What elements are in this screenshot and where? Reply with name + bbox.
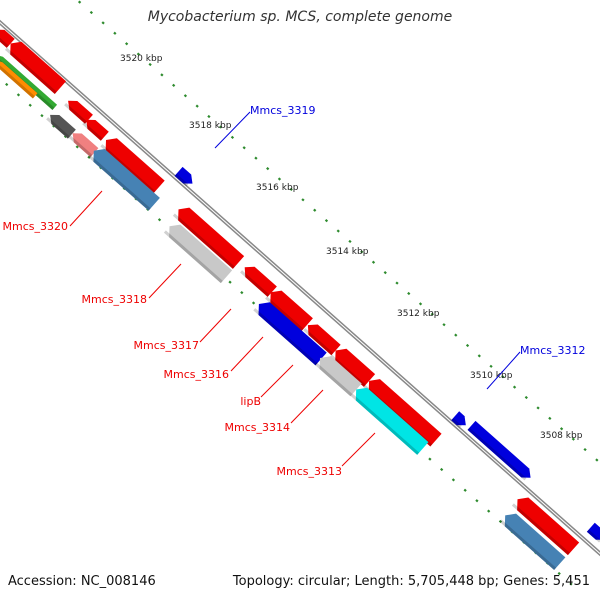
- gene-label[interactable]: Mmcs_3312: [486, 344, 585, 390]
- leader-line: [341, 432, 376, 467]
- gene-feature-mmcs-3312-a[interactable]: [451, 411, 470, 429]
- gene-label[interactable]: Mmcs_3316: [164, 336, 264, 381]
- gene-feature-red-long[interactable]: [100, 134, 165, 194]
- gene-feature-bottom-red[interactable]: [511, 493, 580, 556]
- gene-feature-mmcs-3318-red[interactable]: [172, 203, 245, 269]
- gene-label-text: Mmcs_3320: [3, 220, 68, 233]
- leader-line: [214, 111, 251, 149]
- gene-label-text: Mmcs_3318: [82, 293, 147, 306]
- gene-feature-lipb-blue[interactable]: [253, 298, 327, 366]
- gene-label[interactable]: Mmcs_3314: [225, 389, 324, 434]
- leader-line: [69, 190, 103, 227]
- leader-line: [199, 308, 232, 343]
- tick-label: 3516 kbp: [256, 183, 299, 193]
- gene-label-text: Mmcs_3313: [277, 465, 342, 478]
- gene-feature-darkgrey[interactable]: [46, 110, 76, 139]
- gene-label[interactable]: Mmcs_3318: [82, 263, 182, 306]
- tick-label: 3510 kbp: [470, 371, 513, 381]
- gene-feature-red-small-b[interactable]: [82, 115, 109, 141]
- gene-label-text: Mmcs_3316: [164, 368, 229, 381]
- gene-feature-bottom-steel[interactable]: [499, 509, 566, 571]
- tick-label: 3514 kbp: [326, 247, 369, 257]
- gene-feature-mmcs-3312-b[interactable]: [467, 420, 535, 482]
- genome-summary: Topology: circular; Length: 5,705,448 bp…: [232, 574, 590, 589]
- tick-label: 3518 kbp: [189, 121, 232, 131]
- gene-label-text: lipB: [240, 395, 261, 408]
- gene-label-text: Mmcs_3314: [225, 421, 290, 434]
- gene-feature-pink[interactable]: [68, 129, 99, 158]
- leader-line: [230, 336, 264, 372]
- gene-labels: 3520 kbp 3518 kbp 3516 kbp 3514 kbp 3512 kbp…: [3, 54, 586, 478]
- tick-label: 3520 kbp: [120, 54, 163, 64]
- tick-label: 3508 kbp: [540, 431, 583, 441]
- leader-line: [486, 351, 521, 390]
- gene-feature-mmcs-3314-grey[interactable]: [314, 352, 362, 397]
- gene-feature-mmcs-3316[interactable]: [265, 286, 313, 332]
- gene-feature-red-small-a[interactable]: [64, 96, 93, 124]
- gene-feature-mmcs-3320[interactable]: [4, 37, 67, 94]
- gene-label[interactable]: Mmcs_3313: [277, 432, 376, 478]
- leader-line: [290, 389, 324, 424]
- gene-feature-mmcs-3320-top[interactable]: [0, 25, 15, 48]
- gene-feature-mmcs-3318-grey[interactable]: [163, 220, 233, 284]
- page-title: Mycobacterium sp. MCS, complete genome: [147, 9, 453, 25]
- gene-label[interactable]: Mmcs_3320: [3, 190, 103, 233]
- gene-feature-steel-top[interactable]: [88, 144, 160, 211]
- leader-line: [148, 263, 182, 299]
- tick-label: 3512 kbp: [397, 309, 440, 319]
- gene-label-text: Mmcs_3317: [134, 339, 199, 352]
- gene-feature-edge-forward[interactable]: [586, 522, 600, 545]
- gene-features: [0, 25, 600, 571]
- gene-feature-mmcs-3314-red[interactable]: [329, 344, 376, 387]
- gene-label[interactable]: Mmcs_3317: [134, 308, 232, 352]
- gene-feature-mmcs-3317[interactable]: [240, 262, 277, 297]
- gene-label-text: Mmcs_3312: [520, 344, 585, 357]
- leader-line: [260, 364, 294, 398]
- tick-row-outer: [77, 0, 599, 462]
- gene-feature-mmcs-3319[interactable]: [174, 166, 197, 188]
- gene-feature-lipb-red[interactable]: [303, 320, 341, 356]
- genome-backbone: [0, 19, 600, 557]
- gene-label[interactable]: lipB: [240, 364, 294, 408]
- gene-feature-orange-band[interactable]: [0, 58, 38, 99]
- gene-label-text: Mmcs_3319: [250, 104, 315, 117]
- accession-label: Accession: NC_008146: [8, 574, 156, 589]
- gene-label[interactable]: Mmcs_3319: [214, 104, 315, 149]
- gene-feature-mmcs-3313-cyan[interactable]: [350, 383, 429, 455]
